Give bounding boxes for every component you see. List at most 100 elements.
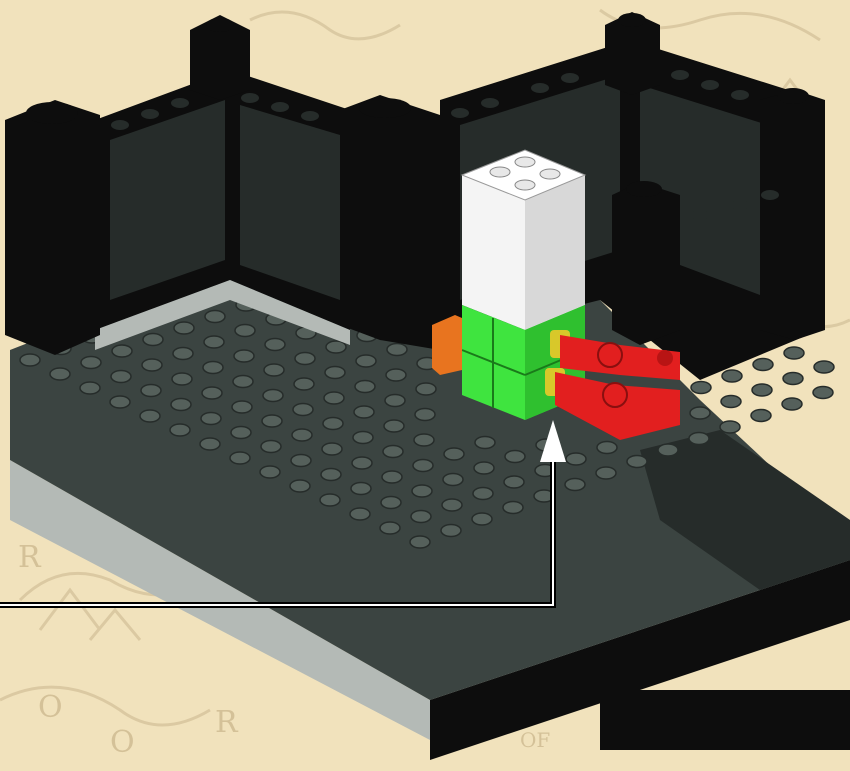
stud [265,339,285,351]
stud [596,467,616,479]
stud [413,460,433,472]
stud [415,409,435,421]
stud [690,407,710,419]
stud [597,442,617,454]
stud [386,369,406,381]
stud [293,404,313,416]
stud [412,485,432,497]
stud [234,350,254,362]
stud [784,347,804,359]
stud [326,341,346,353]
map-letter: O [110,725,135,760]
stud [230,452,250,464]
stud [205,311,225,323]
stud [384,420,404,432]
stud [321,469,341,481]
stud [110,396,130,408]
stud [233,376,253,388]
stud [473,488,493,500]
stud [387,344,407,356]
stud [411,511,431,523]
stud [81,357,101,369]
white-brick [462,150,585,330]
stud [565,479,585,491]
stud [504,476,524,488]
stud [323,418,343,430]
stud [201,413,221,425]
stud [235,325,255,337]
stud [689,433,709,445]
stud [320,494,340,506]
stud [174,322,194,334]
stud [416,383,436,395]
stud [351,483,371,495]
map-letter: OF [520,728,550,752]
stud [382,471,402,483]
stud [262,415,282,427]
stud [356,355,376,367]
stud [752,384,772,396]
stud [353,432,373,444]
map-letter: R [18,540,41,575]
stud [722,370,742,382]
pillar-front-right [612,181,680,345]
stud [443,474,463,486]
stud [260,466,280,478]
stud [627,456,647,468]
stud [202,387,222,399]
base-panel [600,690,850,750]
stud [410,536,430,548]
stud [505,451,525,463]
stud [200,438,220,450]
stud [753,359,773,371]
stud [782,398,802,410]
stud [80,382,100,394]
stud [503,502,523,514]
stud [290,480,310,492]
stud [292,429,312,441]
map-letter: R [215,705,238,740]
stud [475,437,495,449]
pillar-center [340,95,440,350]
stud [140,410,160,422]
stud [263,390,283,402]
stud [322,443,342,455]
stud [171,399,191,411]
stud [291,455,311,467]
stud [324,392,344,404]
stud [261,441,281,453]
pillar-back-left [190,15,250,100]
stud [295,353,315,365]
stud [720,421,740,433]
pillar-right [760,88,825,340]
stud [325,367,345,379]
stud [111,371,131,383]
orange-brick [432,315,462,375]
pillar-back-right [605,12,660,95]
stud [20,354,40,366]
stud [383,446,403,458]
stud [50,368,70,380]
stud [472,513,492,525]
stud [814,361,834,373]
stud [442,499,462,511]
stud [783,373,803,385]
stud [385,395,405,407]
stud [350,508,370,520]
stud [232,401,252,413]
stud [173,348,193,360]
stud [751,410,771,422]
stud [658,444,678,456]
stud [352,457,372,469]
stud [414,434,434,446]
stud [474,462,494,474]
stud [294,378,314,390]
stud [355,381,375,393]
stud [170,424,190,436]
stud [566,453,586,465]
stud [172,373,192,385]
stud [444,448,464,460]
map-letter: O [38,690,63,725]
stud [264,364,284,376]
stud [141,385,161,397]
